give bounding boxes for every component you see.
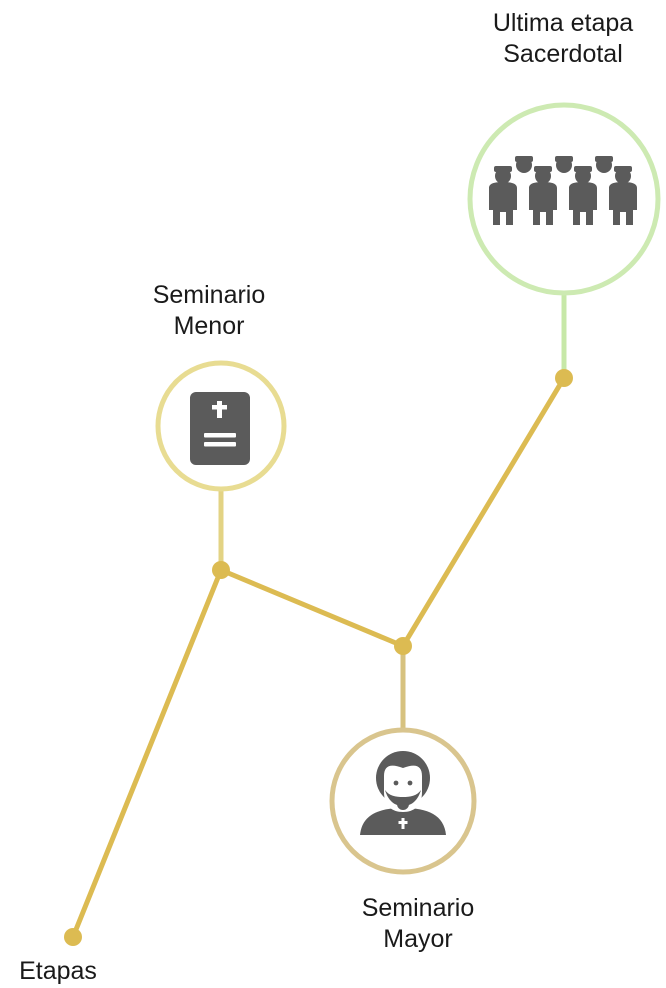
line-menor-junction-to-mayor-junction [218,567,406,649]
label-menor-line2: Menor [173,312,245,340]
node-seminario-menor [155,360,287,492]
label-etapas-text: Etapas [19,957,97,985]
junction-dots [64,369,573,946]
label-seminario-mayor: Seminario Mayor [308,893,528,955]
node-seminario-mayor [329,727,477,875]
label-mayor-line2: Mayor [383,925,453,953]
label-etapas: Etapas [0,956,128,987]
dot-mayor-junction [394,637,412,655]
clergy-figure-4 [609,166,637,225]
dot-ultima-junction [555,369,573,387]
line-etapas-to-menor-junction [70,567,224,940]
clergy-figure-back-2 [555,156,573,173]
clergy-figure-back-3 [595,156,613,173]
clergy-figure-2 [529,166,557,225]
dot-menor-junction [212,561,230,579]
node-ultima-etapa [467,102,661,296]
clergy-figure-back-1 [515,156,533,173]
bible-book-icon [190,392,250,465]
label-ultima-line1: Ultima etapa [492,9,634,37]
connector-lines [70,293,567,940]
label-seminario-menor: Seminario Menor [99,280,319,342]
label-ultima-etapa: Ultima etapa Sacerdotal [448,8,666,70]
label-ultima-line2: Sacerdotal [503,40,623,68]
label-mayor-line1: Seminario [361,894,475,922]
line-mayor-junction-to-ultima-junction [400,375,567,649]
label-menor-line1: Seminario [152,281,266,309]
group-of-clergy-icon [489,156,637,225]
ring-ultima [467,102,661,296]
priest-icon [360,751,446,835]
dot-etapas [64,928,82,946]
clergy-figure-1 [489,166,517,225]
clergy-figure-3 [569,166,597,225]
